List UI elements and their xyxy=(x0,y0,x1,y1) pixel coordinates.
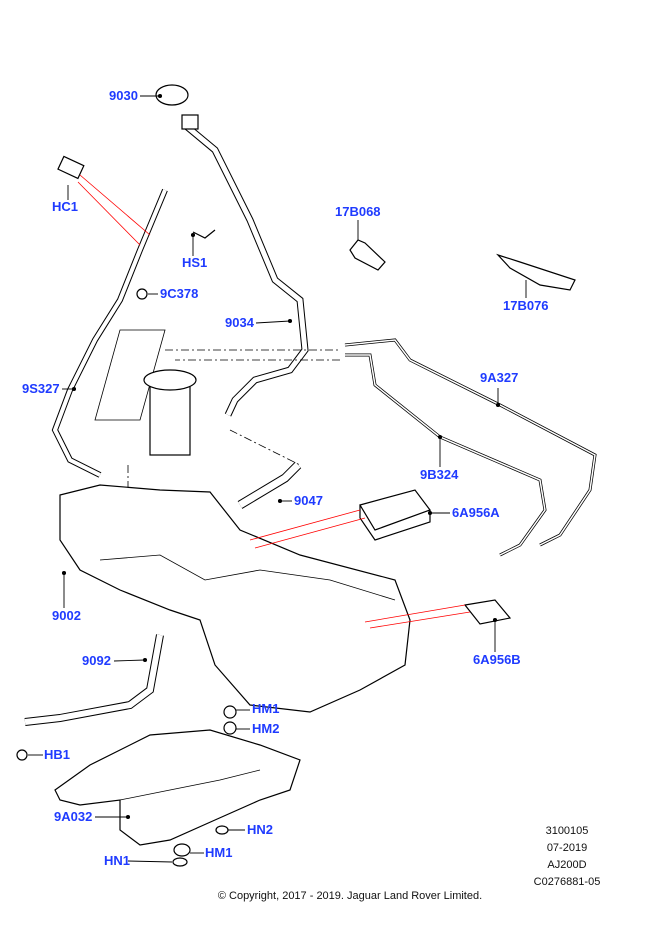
part-label-9S327[interactable]: 9S327 xyxy=(22,381,60,396)
part-label-9A327[interactable]: 9A327 xyxy=(480,370,519,385)
part-label-HC1[interactable]: HC1 xyxy=(52,199,79,214)
fuel-tank-9002 xyxy=(59,484,411,713)
part-label-HN2[interactable]: HN2 xyxy=(247,822,274,837)
part-label-9C378[interactable]: 9C378 xyxy=(160,286,199,301)
heat-shield-9A032 xyxy=(54,729,301,846)
part-label-9B324[interactable]: 9B324 xyxy=(420,467,459,482)
part-label-6A956B[interactable]: 6A956B xyxy=(473,652,521,667)
diagram-metadata: 3100105 07-2019 AJ200D C0276881-05 xyxy=(520,823,614,891)
illustration-id: C0276881-05 xyxy=(533,876,601,888)
part-label-HM2[interactable]: HM2 xyxy=(252,721,280,736)
part-label-9002[interactable]: 9002 xyxy=(52,608,81,623)
part-label-17B068[interactable]: 17B068 xyxy=(335,204,381,219)
diagram-date: 07-2019 xyxy=(546,842,588,854)
part-label-HN1[interactable]: HN1 xyxy=(104,853,131,868)
part-label-9030[interactable]: 9030 xyxy=(109,88,138,103)
part-label-9092[interactable]: 9092 xyxy=(82,653,111,668)
part-label-17B076[interactable]: 17B076 xyxy=(503,298,549,313)
part-label-HB1[interactable]: HB1 xyxy=(44,747,71,762)
part-label-9047[interactable]: 9047 xyxy=(294,493,323,508)
copyright-notice: © Copyright, 2017 - 2019. Jaguar Land Ro… xyxy=(217,890,483,902)
part-label-HS1[interactable]: HS1 xyxy=(182,255,208,270)
part-label-HM1[interactable]: HM1 xyxy=(252,701,280,716)
part-label-6A956A[interactable]: 6A956A xyxy=(452,505,500,520)
part-label-9A032[interactable]: 9A032 xyxy=(54,809,93,824)
diagram-number: 3100105 xyxy=(545,825,589,837)
filler-cap-9030 xyxy=(155,84,189,106)
part-label-HM1-lower[interactable]: HM1 xyxy=(205,845,233,860)
part-label-9034[interactable]: 9034 xyxy=(225,315,254,330)
model-code: AJ200D xyxy=(547,859,587,871)
